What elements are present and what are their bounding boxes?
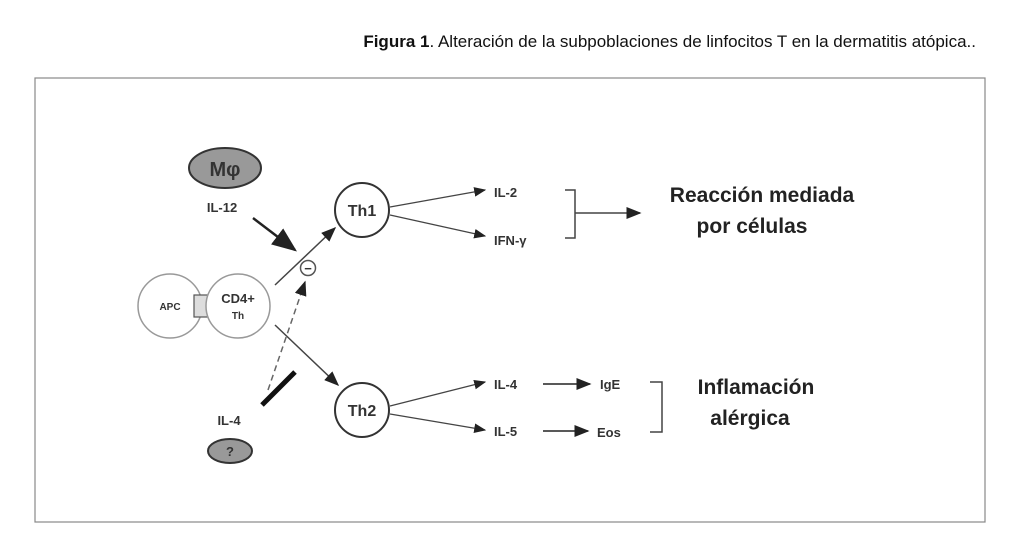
dashed-inhibition-arrow — [267, 280, 307, 391]
il12-arrow — [252, 217, 297, 252]
svg-text:Mφ: Mφ — [210, 159, 241, 181]
caption-prefix: Figura 1 — [363, 32, 430, 51]
svg-text:?: ? — [226, 444, 234, 459]
th2-output-il5: IL-5 — [494, 424, 517, 439]
th2-node: Th2 — [334, 382, 390, 438]
arrow-to-th1 — [274, 226, 337, 286]
th1-bracket — [565, 189, 640, 239]
unknown-node: ? — [207, 438, 253, 464]
th2-result-line2: alérgica — [710, 407, 790, 430]
arrow-to-th2 — [274, 324, 340, 387]
th1-node: Th1 — [334, 182, 390, 238]
svg-text:APC: APC — [159, 302, 180, 313]
caption-text: . Alteración de la subpoblaciones de lin… — [429, 32, 976, 51]
th1-output-il2: IL-2 — [494, 185, 517, 200]
il12-label: IL-12 — [207, 200, 237, 215]
svg-text:Th1: Th1 — [348, 203, 377, 220]
cd4-node: CD4+ Th — [205, 273, 271, 339]
th2-output-il4: IL-4 — [494, 377, 518, 392]
th1-result-line1: Reacción mediada — [670, 184, 855, 207]
il4-source-label: IL-4 — [217, 413, 241, 428]
svg-text:Th: Th — [232, 311, 244, 322]
svg-text:−: − — [304, 261, 312, 276]
figure-caption: Figura 1. Alteración de la subpoblacione… — [363, 32, 976, 52]
th2-product-ige: IgE — [600, 377, 621, 392]
th1-output-ifng: IFN-γ — [494, 233, 527, 248]
inhibit-node: − — [299, 259, 317, 277]
svg-text:Th2: Th2 — [348, 403, 377, 420]
svg-text:CD4+: CD4+ — [221, 291, 255, 306]
th1-result-line2: por células — [697, 215, 808, 238]
th2-product-eos: Eos — [597, 425, 621, 440]
th2-result-line1: Inflamación — [698, 376, 815, 399]
macrophage-node: Mφ — [188, 147, 262, 189]
il4-arrow — [260, 370, 297, 407]
apc-node: APC — [137, 273, 203, 339]
th2-bracket — [650, 381, 663, 433]
